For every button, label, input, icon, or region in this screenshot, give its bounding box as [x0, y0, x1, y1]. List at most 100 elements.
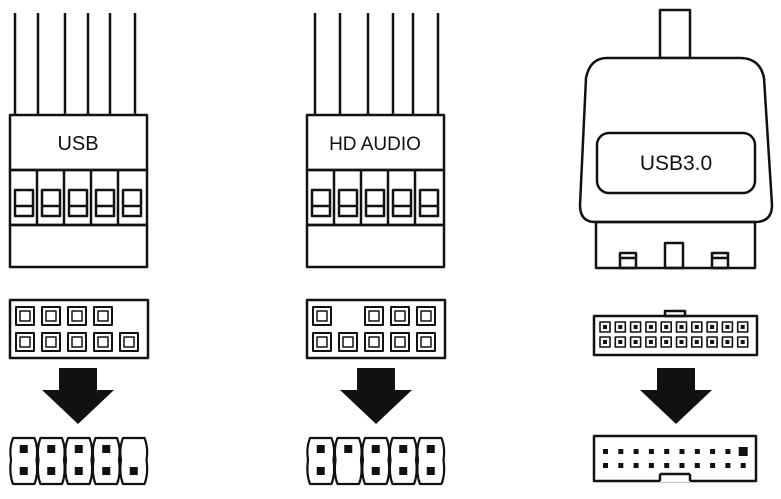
pin-square [364, 332, 384, 352]
pin-square [736, 336, 749, 348]
usb3-pin-header-icon [592, 434, 758, 483]
usb-wires [13, 13, 137, 115]
hd-audio-pin-header-icon [306, 436, 446, 486]
pin-dot [603, 463, 608, 468]
pin-dot [399, 467, 408, 475]
usb-arrow-down-icon [42, 368, 114, 424]
usb-connector-group: USB [8, 13, 150, 486]
pin-square [706, 336, 718, 348]
usb3-header-icon [592, 309, 759, 357]
pin-dot [725, 449, 731, 454]
hd-audio-pin-slots [310, 170, 440, 225]
pin-dot [74, 445, 83, 453]
pin-dot [399, 445, 408, 453]
pin-square [390, 306, 410, 326]
pin-square [660, 321, 673, 333]
usb3-key [663, 241, 685, 270]
usb-pin-header-icon [9, 436, 149, 486]
hd-audio-connector-group: HD AUDIO [305, 13, 447, 486]
pin-square [364, 306, 384, 326]
pin-dot [371, 445, 380, 453]
pin-dot [740, 463, 746, 468]
pin-dot [129, 467, 138, 475]
pin-square [93, 306, 113, 326]
pin-dot [603, 449, 608, 454]
pin-square [312, 306, 332, 326]
pin-dot [618, 463, 624, 468]
pin-square [645, 336, 657, 348]
usb3-cable [658, 8, 692, 60]
pin-dot [633, 449, 639, 454]
pin-square [706, 321, 718, 333]
pin-dot [710, 449, 716, 454]
usb3-label: USB3.0 [640, 152, 712, 175]
pin-dot [725, 463, 731, 468]
pin-square [675, 321, 688, 333]
pin-dot [664, 463, 670, 468]
pin-square [629, 321, 642, 333]
pin-square [614, 321, 627, 333]
pin-dot [648, 449, 654, 454]
pin-dot [426, 467, 435, 475]
pin-dot [47, 445, 56, 453]
pin-dot [426, 445, 435, 453]
pin-dot [679, 463, 685, 468]
pin-column [91, 436, 121, 486]
pin-dot [47, 467, 56, 475]
usb-plug-base [8, 223, 149, 269]
hd-audio-header-icon [305, 298, 447, 360]
pin-dot [102, 467, 111, 475]
pin-column [64, 436, 94, 486]
usb-label: USB [57, 133, 98, 155]
usb3-arrow-down-icon [640, 368, 712, 424]
pin-column [119, 436, 149, 486]
hd-audio-plug-base [305, 223, 446, 269]
pin-square [390, 332, 410, 352]
pin-square [312, 332, 332, 352]
pin-square [690, 336, 703, 348]
pin-square [338, 332, 358, 352]
pin-square [660, 336, 673, 348]
pin-square [67, 306, 87, 326]
pin-square [675, 336, 688, 348]
pin-dot [371, 467, 380, 475]
pin-dot [679, 449, 685, 454]
pin-square [690, 321, 703, 333]
pin-square [15, 306, 35, 326]
pin-square [41, 306, 61, 326]
pin-square [736, 321, 749, 333]
pin-square [416, 332, 436, 352]
pin-square [645, 321, 657, 333]
hd-audio-label-box [305, 113, 446, 172]
usb-plug-icon: USB [8, 13, 149, 269]
usb-header-icon [8, 298, 150, 360]
pin-dot [664, 449, 670, 454]
pin-column [36, 436, 66, 486]
pin-square [93, 332, 113, 352]
pin-dot [633, 463, 639, 468]
pin-dot [344, 445, 353, 453]
usb3-latch-left [618, 251, 638, 270]
pin-dot [102, 445, 111, 453]
pin-square [614, 336, 627, 348]
usb3-plug-body [578, 56, 774, 224]
pin-dot [618, 449, 624, 454]
pin-square [599, 321, 611, 333]
pin-dot [19, 467, 28, 475]
pin-column [361, 436, 391, 486]
pin-square [41, 332, 61, 352]
hd-audio-label: HD AUDIO [329, 134, 421, 155]
pin-column [9, 436, 39, 486]
usb3-header-key [663, 309, 687, 318]
pin-dot [738, 447, 748, 456]
pin-square [15, 332, 35, 352]
hd-audio-wires [313, 13, 440, 115]
pin-dot [648, 463, 654, 468]
pin-square [599, 336, 611, 348]
pin-square [629, 336, 642, 348]
hd-audio-plug-icon: HD AUDIO [305, 13, 446, 269]
pin-dot [694, 463, 700, 468]
pin-column [416, 436, 446, 486]
usb3-connector-group: USB3.0 [578, 8, 774, 483]
